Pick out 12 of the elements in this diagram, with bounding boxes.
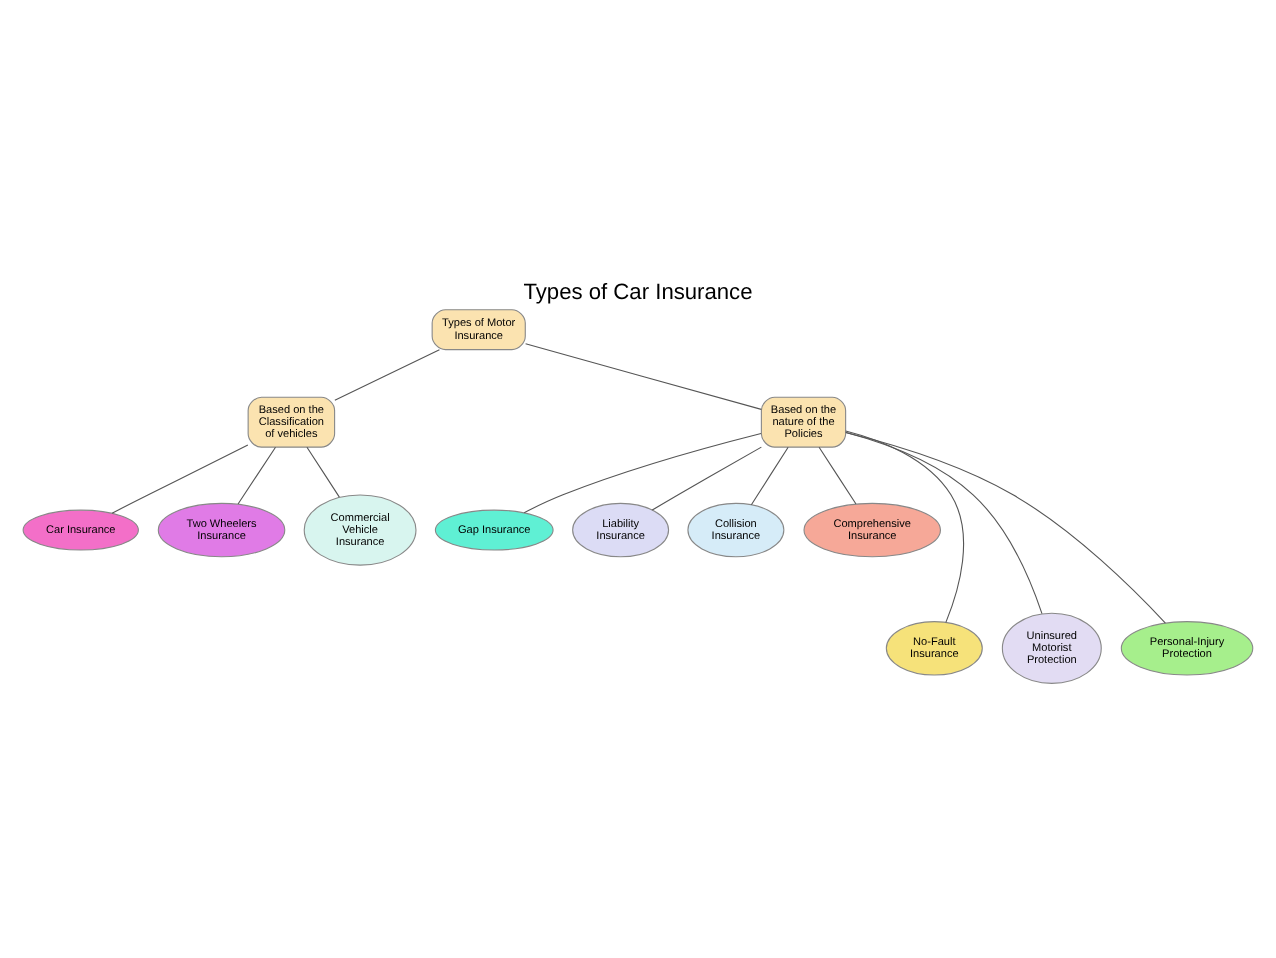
connector — [651, 445, 762, 510]
connector — [818, 445, 857, 504]
connector — [334, 348, 440, 400]
connector — [306, 445, 340, 497]
diagram-title: Types of Car Insurance — [523, 279, 753, 304]
connector — [525, 342, 762, 409]
connector — [845, 431, 1166, 623]
connector — [523, 432, 762, 513]
connector — [237, 445, 277, 504]
connector — [111, 443, 249, 513]
connector — [750, 445, 789, 505]
connector — [845, 429, 965, 622]
